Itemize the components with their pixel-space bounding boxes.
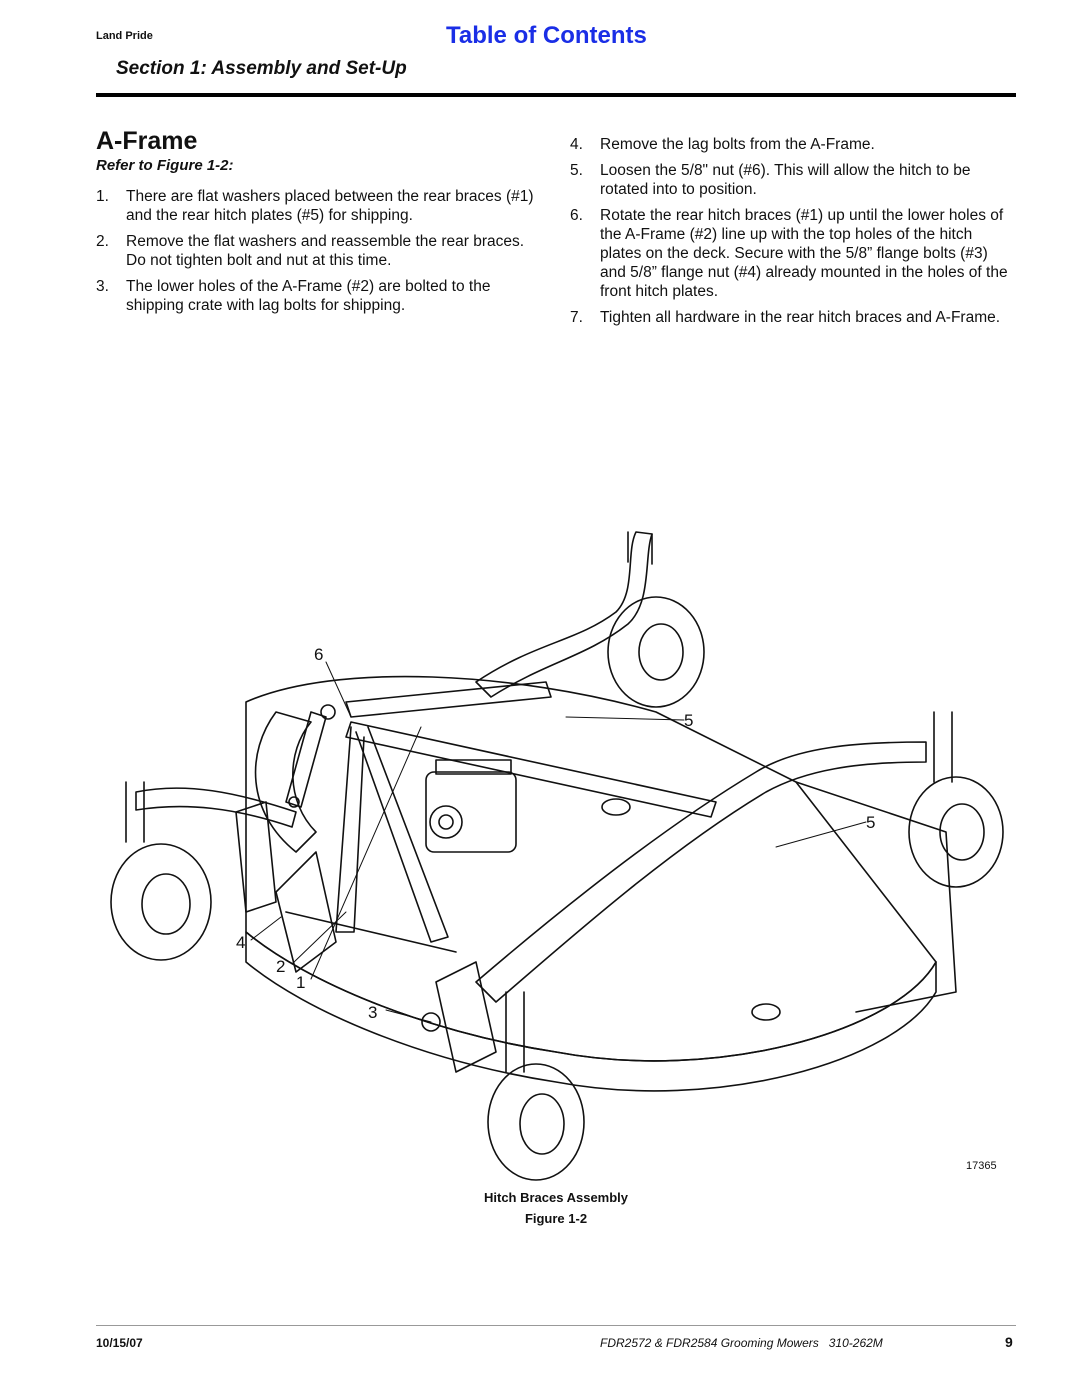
hitch-pin-bottom: [288, 796, 300, 808]
callout-6: 6: [314, 645, 323, 664]
footer-date: 10/15/07: [96, 1336, 143, 1350]
figure-label: Figure 1-2: [524, 1211, 588, 1226]
step-item: 6. Rotate the rear hitch braces (#1) up u…: [570, 206, 1016, 301]
caster-fork-left: [125, 781, 145, 843]
spindle-cap-center: [601, 798, 631, 816]
page-number: 9: [1005, 1334, 1013, 1350]
front-hitch-plate: [435, 961, 497, 1073]
step-number: 6.: [570, 207, 583, 224]
step-text: There are flat washers placed between th…: [126, 188, 534, 224]
step-number: 1.: [96, 188, 109, 205]
step-text: Loosen the 5/8" nut (#6). This will allo…: [600, 162, 971, 198]
brand-name: Land Pride: [96, 30, 153, 42]
step-number: 5.: [570, 162, 583, 179]
header-rule: [96, 93, 1016, 97]
step-number: 2.: [96, 233, 109, 250]
step-item: 1. There are flat washers placed between …: [96, 187, 542, 225]
figure-reference: Refer to Figure 1-2:: [96, 157, 234, 174]
wheel-rear: [607, 596, 705, 708]
hitch-pin-top: [320, 704, 336, 720]
deck-belt-cover: [254, 711, 317, 853]
a-frame-left-leg: [335, 726, 365, 933]
page-heading: A-Frame: [96, 127, 198, 155]
callout-2: 2: [276, 957, 285, 976]
section-title: Section 1: Assembly and Set-Up: [116, 58, 407, 79]
step-number: 3.: [96, 278, 109, 295]
wheel-front-hub: [519, 1093, 565, 1155]
gearbox-input-shaft-hub: [438, 814, 454, 830]
callout-5-lower: 5: [866, 813, 875, 832]
leader-line: [565, 716, 685, 721]
gearbox-housing: [425, 771, 517, 853]
steps-left-column: 1. There are flat washers placed between …: [96, 187, 542, 322]
callout-1: 1: [296, 973, 305, 992]
gearbox-top-plate: [435, 759, 512, 775]
step-text: Remove the flat washers and reassemble t…: [126, 233, 525, 269]
deck-skirt: [245, 931, 937, 1092]
wheel-front: [487, 1063, 585, 1181]
leader-line: [325, 661, 352, 718]
gearbox-input-shaft: [429, 805, 463, 839]
caster-fork-right: [933, 711, 953, 783]
left-hitch-plate: [235, 801, 277, 913]
table-of-contents-link[interactable]: Table of Contents: [446, 22, 647, 49]
step-item: 7. Tighten all hardware in the rear hitch…: [570, 308, 1016, 327]
wheel-rear-hub: [638, 623, 684, 681]
step-text: Rotate the rear hitch braces (#1) up unt…: [600, 207, 1008, 300]
figure-caption: Hitch Braces Assembly: [483, 1190, 629, 1205]
leader-line: [250, 916, 282, 941]
step-text: The lower holes of the A-Frame (#2) are …: [126, 278, 491, 314]
leader-line: [310, 726, 422, 980]
step-item: 4. Remove the lag bolts from the A-Frame.: [570, 135, 1016, 154]
spindle-cap-right: [751, 1003, 781, 1021]
left-frame-tube: [135, 787, 297, 828]
wheel-right-hub: [939, 803, 985, 861]
a-frame-right-leg: [355, 726, 449, 943]
deck-discharge-chute: [795, 781, 957, 1013]
callout-5-upper: 5: [684, 711, 693, 730]
rear-frame-tube: [475, 531, 653, 698]
a-frame-left-plate: [275, 851, 337, 973]
caster-fork-rear: [627, 531, 653, 565]
leader-line: [775, 821, 867, 848]
deck-outline: [245, 675, 937, 1062]
step-number: 4.: [570, 136, 583, 153]
step-text: Tighten all hardware in the rear hitch b…: [600, 309, 1001, 326]
footer-document-title: FDR2572 & FDR2584 Grooming Mowers 310-26…: [600, 1336, 883, 1350]
caster-fork-front-left: [505, 991, 525, 1073]
wheel-right: [908, 776, 1004, 888]
step-text: Remove the lag bolts from the A-Frame.: [600, 136, 875, 153]
upper-brace-bar: [345, 681, 552, 718]
hitch-link: [285, 711, 327, 808]
step-item: 5. Loosen the 5/8" nut (#6). This will al…: [570, 161, 1016, 199]
drawing-number: 17365: [966, 1160, 997, 1172]
a-frame-crossbar: [285, 911, 457, 953]
step-item: 3. The lower holes of the A-Frame (#2) ar…: [96, 277, 542, 315]
hitch-braces-assembly-drawing: 6 5 5 4 2 1 3: [110, 531, 1004, 1181]
wheel-left: [110, 843, 212, 961]
footer-rule: [96, 1325, 1016, 1326]
front-frame-tube: [475, 741, 927, 1003]
rear-hitch-brace: [345, 721, 717, 818]
step-item: 2. Remove the flat washers and reassemble…: [96, 232, 542, 270]
callout-3: 3: [368, 1003, 377, 1022]
steps-right-column: 4. Remove the lag bolts from the A-Frame.…: [570, 135, 1016, 334]
leader-line: [385, 1009, 432, 1023]
flange-bolt: [421, 1012, 441, 1032]
callout-4: 4: [236, 933, 245, 952]
step-number: 7.: [570, 309, 583, 326]
wheel-left-hub: [141, 873, 191, 935]
